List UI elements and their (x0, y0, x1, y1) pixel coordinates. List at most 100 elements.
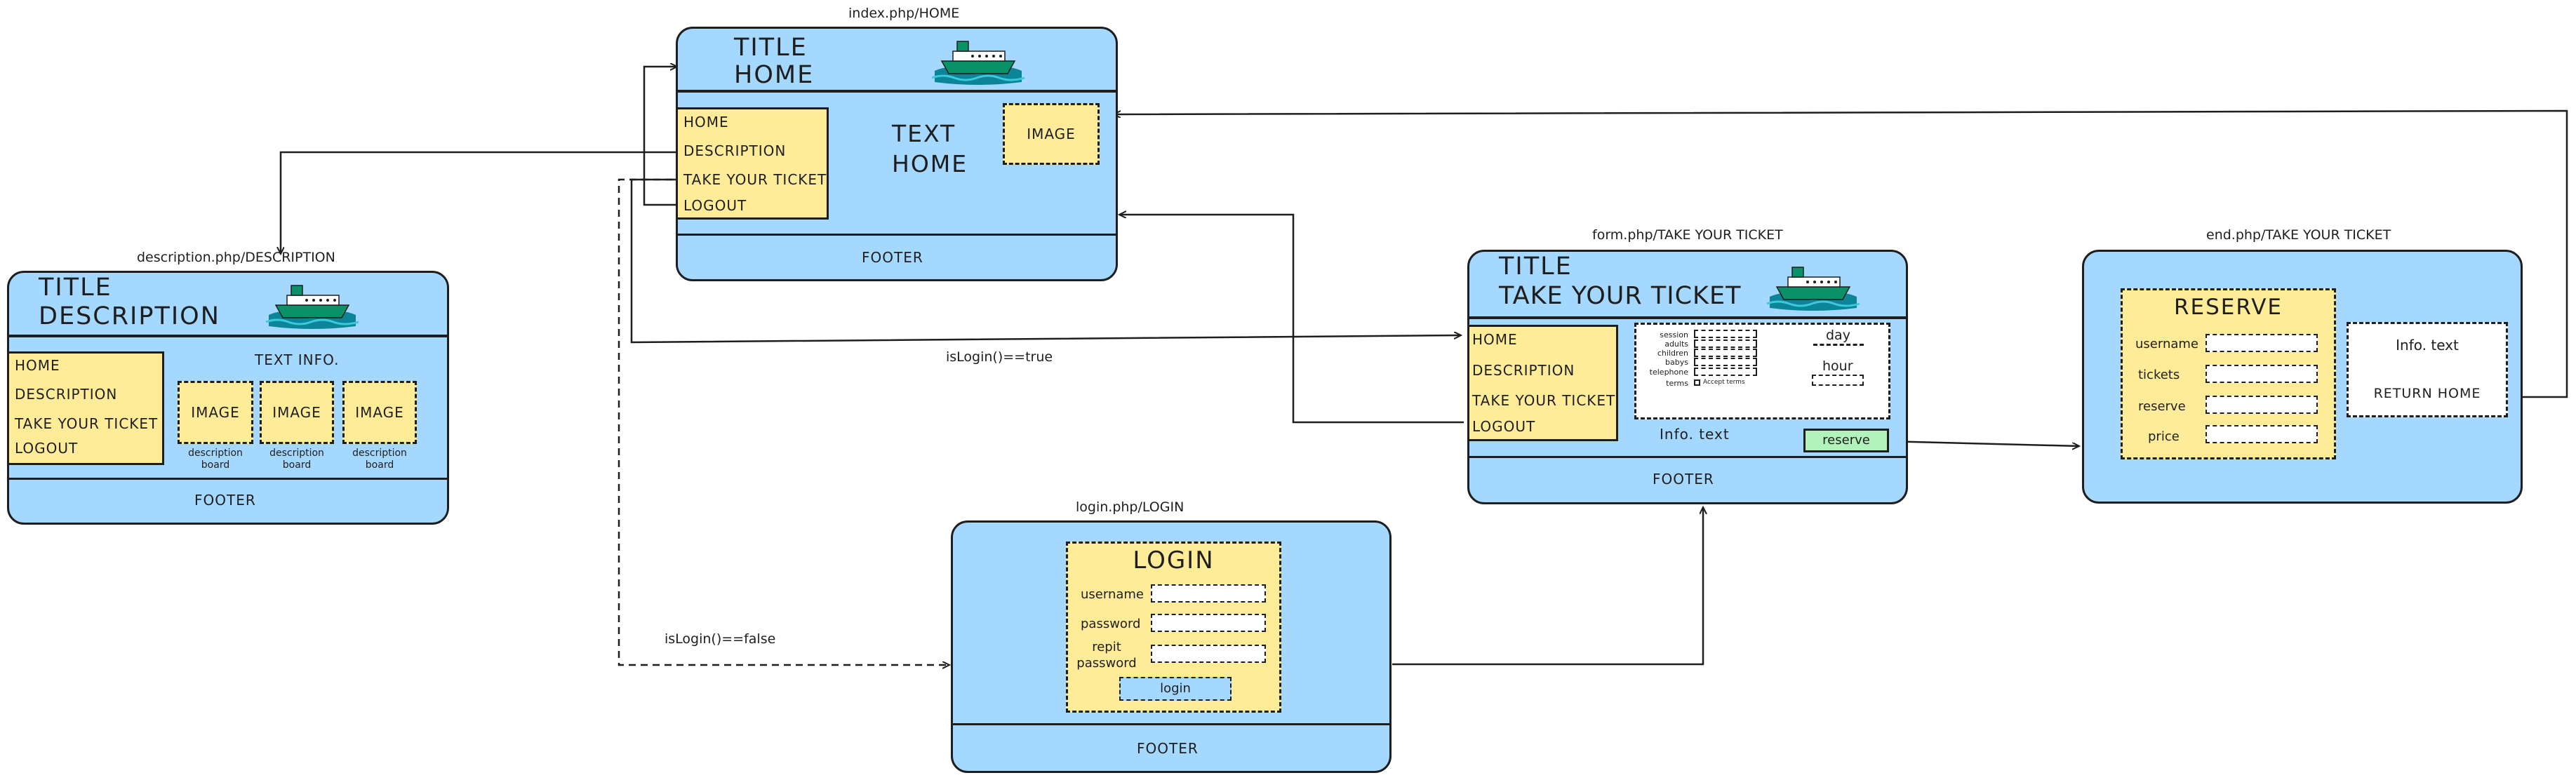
description-nav-logout[interactable]: LOGOUT (15, 440, 79, 457)
return-home-link[interactable]: RETURN HOME (2373, 386, 2481, 401)
form-page: TITLE TAKE YOUR TICKET HOME DESCRIPTION … (1467, 250, 1908, 504)
form-adults-input[interactable] (1694, 339, 1757, 348)
description-header-divider (8, 335, 448, 337)
home-footer-divider (676, 234, 1117, 236)
description-image-1-caption-2: board (201, 459, 230, 471)
form-children-input[interactable] (1694, 349, 1757, 357)
home-title-line2: HOME (734, 61, 815, 89)
reserve-label-price: price (2148, 429, 2180, 444)
ticket-form-panel: session adults children babys telephone … (1634, 323, 1890, 419)
home-nav-take-your-ticket[interactable]: TAKE YOUR TICKET (683, 171, 827, 188)
end-info-text: Info. text (2396, 337, 2459, 354)
arrow-login-to-form (1392, 507, 1703, 666)
home-nav-logout[interactable]: LOGOUT (683, 197, 747, 214)
description-title-line2: DESCRIPTION (39, 302, 220, 330)
form-title-line2: TAKE YOUR TICKET (1499, 282, 1742, 310)
reserve-label-tickets: tickets (2138, 368, 2180, 382)
form-day-input[interactable] (1813, 344, 1864, 354)
description-nav-description[interactable]: DESCRIPTION (15, 386, 118, 403)
description-nav-menu: HOME DESCRIPTION TAKE YOUR TICKET LOGOUT (7, 351, 164, 465)
home-nav-description[interactable]: DESCRIPTION (683, 142, 787, 159)
description-image-2-caption: description (269, 448, 324, 459)
reserve-panel: RESERVE username tickets reserve price (2121, 288, 2336, 459)
home-nav-home[interactable]: HOME (683, 114, 729, 130)
login-label-username: username (1081, 587, 1144, 602)
arrow-logout-to-home (643, 67, 679, 206)
reserve-button[interactable]: reserve (1803, 429, 1889, 452)
form-footer: FOOTER (1653, 471, 1714, 488)
form-day-label: day (1826, 328, 1850, 343)
form-info-text: Info. text (1660, 426, 1730, 443)
description-footer-divider (8, 478, 448, 480)
form-nav-take-your-ticket[interactable]: TAKE YOUR TICKET (1472, 392, 1616, 409)
label-islogin-false: isLogin()==false (665, 631, 776, 647)
caption-end: end.php/TAKE YOUR TICKET (2206, 227, 2391, 243)
arrow-return-to-home (1114, 109, 2568, 398)
ship-icon (931, 41, 1025, 85)
description-page: TITLE DESCRIPTION HOME DESCRIPTION TAKE … (7, 271, 449, 525)
ship-icon (265, 285, 359, 329)
end-page: RESERVE username tickets reserve price I… (2082, 250, 2523, 504)
form-label-children: children (1657, 349, 1688, 358)
home-text-line2: HOME (892, 150, 968, 177)
description-image-2-caption-2: board (282, 459, 312, 471)
caption-login: login.php/LOGIN (1076, 499, 1184, 515)
reserve-username-field[interactable] (2205, 334, 2318, 352)
form-nav-logout[interactable]: LOGOUT (1472, 418, 1536, 435)
arrow-form-home-to-home (1119, 215, 1464, 424)
home-nav-menu: HOME DESCRIPTION TAKE YOUR TICKET LOGOUT (676, 107, 829, 220)
login-heading: LOGIN (1133, 546, 1215, 574)
reserve-tickets-field[interactable] (2205, 365, 2318, 383)
login-username-input[interactable] (1151, 584, 1266, 603)
login-label-password: password (1081, 617, 1141, 631)
home-header-divider (676, 90, 1117, 93)
home-image-placeholder: IMAGE (1003, 103, 1100, 165)
home-title-line1: TITLE (734, 34, 808, 62)
form-hour-label: hour (1822, 358, 1853, 374)
login-page: LOGIN username password repit password l… (951, 520, 1392, 773)
reserve-price-field[interactable] (2205, 425, 2318, 443)
form-nav-description[interactable]: DESCRIPTION (1472, 362, 1575, 379)
end-info-panel: Info. text RETURN HOME (2347, 322, 2508, 417)
description-nav-home[interactable]: HOME (15, 357, 60, 374)
form-babys-input[interactable] (1694, 358, 1757, 366)
form-label-babys: babys (1665, 358, 1688, 367)
description-nav-take-your-ticket[interactable]: TAKE YOUR TICKET (15, 415, 159, 432)
login-footer-divider (952, 723, 1391, 725)
form-label-telephone: telephone (1649, 368, 1688, 377)
caption-description: description.php/DESCRIPTION (137, 250, 335, 265)
reserve-label-reserve: reserve (2138, 399, 2186, 414)
form-hour-input[interactable] (1812, 375, 1864, 386)
login-label-repeat-2: password (1076, 656, 1137, 671)
reserve-label-username: username (2135, 337, 2198, 351)
form-nav-home[interactable]: HOME (1472, 331, 1518, 348)
form-telephone-input[interactable] (1694, 368, 1757, 376)
label-islogin-true: isLogin()==true (946, 349, 1053, 365)
description-image-3-caption-2: board (365, 459, 394, 471)
description-text-info: TEXT INFO. (255, 351, 340, 368)
login-footer: FOOTER (1137, 740, 1199, 757)
reserve-reserve-field[interactable] (2205, 396, 2318, 414)
home-footer: FOOTER (862, 249, 923, 266)
form-label-session: session (1660, 330, 1688, 339)
form-accept-terms-label: Accept terms (1703, 379, 1745, 386)
login-password-input[interactable] (1151, 614, 1266, 632)
reserve-title: RESERVE (2173, 295, 2283, 320)
form-nav-menu: HOME DESCRIPTION TAKE YOUR TICKET LOGOUT (1467, 325, 1618, 441)
login-button[interactable]: login (1119, 677, 1232, 701)
arrow-ticket-to-login (618, 178, 949, 665)
description-image-1-caption: description (188, 448, 243, 459)
caption-home: index.php/HOME (848, 6, 960, 21)
form-session-select[interactable] (1694, 330, 1757, 338)
login-repeat-password-input[interactable] (1151, 645, 1266, 663)
home-text-line1: TEXT (892, 120, 956, 147)
description-image-2: IMAGE (260, 381, 334, 444)
form-terms-checkbox[interactable] (1694, 379, 1700, 386)
arrow-home-to-description (281, 151, 679, 254)
form-label-adults: adults (1664, 339, 1688, 349)
form-footer-divider (1468, 456, 1907, 458)
arrow-reserve-to-end (1886, 440, 2079, 446)
form-header-divider (1468, 316, 1907, 319)
